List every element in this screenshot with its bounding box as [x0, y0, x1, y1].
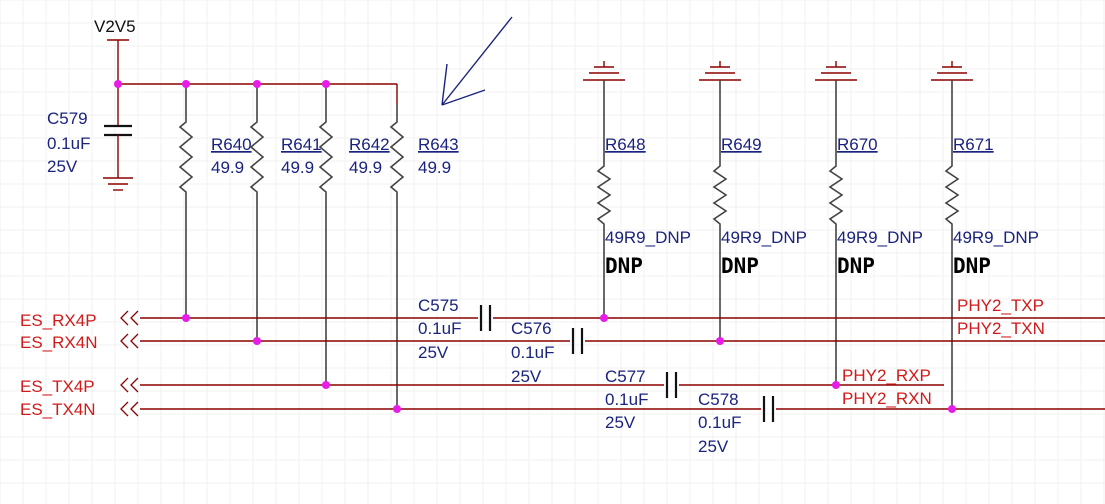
c578-ref: C578 — [698, 390, 739, 409]
net-label-es-tx4n: ES_TX4N — [20, 400, 96, 419]
offpage-connector-icon — [120, 377, 139, 393]
offpage-connector-icon — [120, 310, 139, 326]
c575-value: 0.1uF — [418, 319, 461, 338]
ground-symbol-icon — [931, 61, 973, 81]
termination-resistors: R640 49.9 R641 49.9 R642 49.9 R643 49.9 — [178, 84, 459, 409]
signal-lines — [140, 317, 1105, 410]
ground-symbol-icon — [699, 61, 741, 81]
r648-dnp-flag: DNP — [605, 254, 643, 278]
r643-value: 49.9 — [418, 158, 451, 177]
junction-dot — [393, 405, 401, 413]
r641-ref: R641 — [281, 135, 322, 154]
coupling-capacitors: C575 0.1uF 25V C576 0.1uF 25V C577 0.1uF… — [418, 296, 775, 456]
r649-ref: R649 — [721, 135, 762, 154]
net-label-phy2-rxp: PHY2_RXP — [842, 366, 931, 385]
junction-dot — [182, 314, 190, 322]
net-label-phy2-txp: PHY2_TXP — [957, 296, 1044, 315]
r641-value: 49.9 — [281, 158, 314, 177]
junction-dot — [253, 337, 261, 345]
junction-dot — [322, 381, 330, 389]
r642-ref: R642 — [349, 135, 390, 154]
junction-dot — [832, 381, 840, 389]
c578-voltage: 25V — [698, 437, 729, 456]
offpage-connectors — [120, 310, 139, 417]
net-label-phy2-rxn: PHY2_RXN — [842, 389, 932, 408]
junction-dot — [114, 80, 122, 88]
c576-voltage: 25V — [511, 367, 542, 386]
junction-dot — [600, 314, 608, 322]
arrow-annotation-icon — [441, 16, 513, 106]
decoupling-capacitor: C579 0.1uF 25V — [47, 84, 133, 191]
c576-value: 0.1uF — [511, 343, 554, 362]
junction-dot — [322, 80, 330, 88]
r649-value: 49R9_DNP — [721, 228, 807, 247]
net-labels: ES_RX4P ES_RX4N ES_TX4P ES_TX4N PHY2_TXP… — [20, 296, 1045, 419]
power-label: V2V5 — [94, 17, 136, 36]
ground-symbol-icon — [583, 61, 625, 81]
c577-voltage: 25V — [605, 413, 636, 432]
net-label-es-rx4p: ES_RX4P — [20, 311, 97, 330]
net-label-es-rx4n: ES_RX4N — [20, 333, 97, 352]
c579-voltage: 25V — [47, 157, 78, 176]
r649-dnp-flag: DNP — [721, 254, 759, 278]
r670-value: 49R9_DNP — [837, 228, 923, 247]
junction-dot — [948, 405, 956, 413]
c579-value: 0.1uF — [47, 134, 90, 153]
c577-value: 0.1uF — [605, 390, 648, 409]
c578-value: 0.1uF — [698, 413, 741, 432]
c575-ref: C575 — [418, 296, 459, 315]
offpage-connector-icon — [120, 333, 139, 349]
r640-ref: R640 — [211, 135, 252, 154]
c579-ref: C579 — [47, 109, 88, 128]
r642-value: 49.9 — [349, 158, 382, 177]
offpage-connector-icon — [120, 401, 139, 417]
junction-dot — [253, 80, 261, 88]
r671-value: 49R9_DNP — [953, 228, 1039, 247]
net-label-es-tx4p: ES_TX4P — [20, 377, 95, 396]
r648-value: 49R9_DNP — [605, 228, 691, 247]
r640-value: 49.9 — [211, 158, 244, 177]
r671-dnp-flag: DNP — [953, 254, 991, 278]
c575-voltage: 25V — [418, 343, 449, 362]
r643-ref: R643 — [418, 135, 459, 154]
c576-ref: C576 — [511, 319, 552, 338]
r648-ref: R648 — [605, 135, 646, 154]
junctions — [114, 80, 956, 413]
dnp-resistors: R648 49R9_DNP DNP R649 49R9_DNP DNP R670… — [583, 61, 1039, 409]
junction-dot — [182, 80, 190, 88]
junction-dot — [716, 337, 724, 345]
r671-ref: R671 — [953, 135, 994, 154]
r670-ref: R670 — [837, 135, 878, 154]
r670-dnp-flag: DNP — [837, 254, 875, 278]
c577-ref: C577 — [605, 367, 646, 386]
net-label-phy2-txn: PHY2_TXN — [957, 319, 1045, 338]
power-rail: V2V5 — [94, 17, 398, 104]
